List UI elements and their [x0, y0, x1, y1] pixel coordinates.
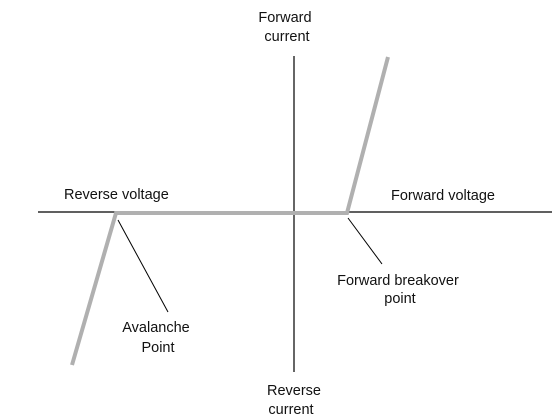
reverse-current-label: Reverse current	[267, 383, 325, 418]
breakover-leader-line	[347, 217, 383, 265]
reverse-current-line-1: Reverse	[267, 383, 321, 399]
forward-breakover-line-2: point	[384, 291, 415, 307]
forward-breakover-label: Forward breakover point	[337, 273, 463, 307]
forward-breakover-line-1: Forward breakover	[337, 273, 459, 289]
forward-current-label: Forward current	[258, 10, 315, 45]
reverse-voltage-label: Reverse voltage	[64, 187, 169, 203]
characteristic-curve	[70, 56, 390, 366]
avalanche-point-label: Avalanche Point	[122, 320, 193, 356]
avalanche-line-2: Point	[141, 340, 174, 356]
reverse-current-line-2: current	[268, 402, 313, 418]
avalanche-line-1: Avalanche	[122, 320, 189, 336]
avalanche-leader-line	[117, 219, 169, 313]
forward-current-line-1: Forward	[258, 10, 311, 26]
forward-current-line-2: current	[264, 29, 309, 45]
forward-voltage-label: Forward voltage	[391, 188, 495, 204]
